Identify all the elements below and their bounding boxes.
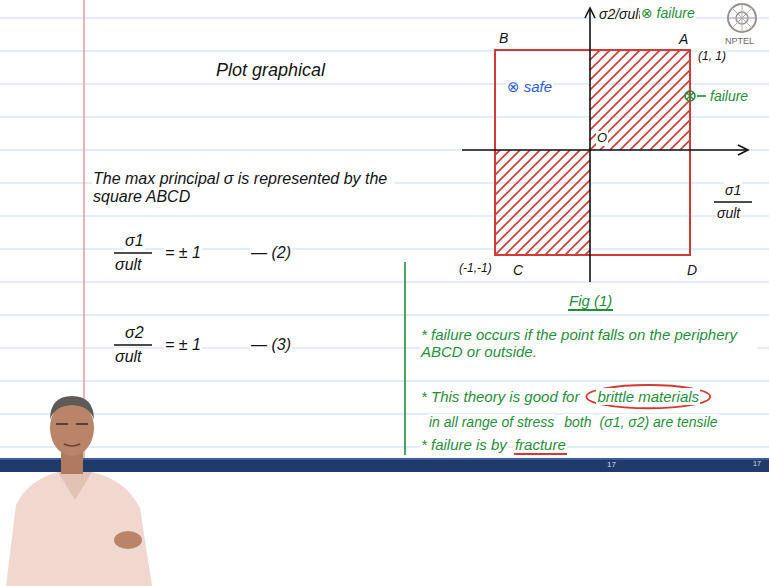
toolbar — [0, 458, 769, 460]
axis-label: σ1 — [724, 182, 742, 198]
note-text: both — [563, 414, 592, 430]
leader-line — [697, 95, 706, 97]
fraction-numerator: σ1 — [124, 232, 145, 250]
origin-label: O — [596, 131, 608, 146]
coordinate-label: (-1,-1) — [458, 262, 493, 276]
drawing-part — [50, 396, 94, 420]
fraction-bar — [114, 252, 152, 254]
ruled-line — [0, 216, 769, 217]
x-axis — [462, 149, 746, 151]
point-marker — [685, 91, 695, 101]
nptel-logo — [728, 4, 756, 32]
figure-caption: Fig (1) — [568, 292, 613, 311]
safe-point: ⊗ safe — [506, 78, 553, 95]
drawing-part — [64, 444, 80, 446]
page-title: Plot graphical — [215, 60, 326, 81]
hatched-quadrant — [495, 150, 590, 255]
ruled-lines — [0, 18, 769, 447]
y-axis — [589, 10, 591, 282]
ruled-line — [0, 249, 769, 250]
fraction-denominator: σult — [114, 256, 143, 274]
ruled-line — [0, 282, 769, 283]
axis-arrow — [738, 145, 748, 155]
failure-square — [495, 50, 690, 255]
coordinate-label: (1, 1) — [697, 50, 727, 64]
corner-label: D — [686, 262, 698, 278]
corner-label: C — [512, 262, 524, 278]
axis-arrow — [585, 8, 595, 18]
separator-line — [404, 262, 406, 455]
corner-label: B — [498, 30, 509, 46]
ruled-line — [0, 315, 769, 316]
equation-number: — (3) — [250, 336, 292, 354]
underlined-term: fracture — [514, 436, 567, 455]
point-marker — [687, 93, 694, 100]
highlighted-term: brittle materials — [596, 388, 700, 405]
presenter-figure — [6, 396, 152, 586]
drawing-part — [728, 4, 756, 32]
fraction-denominator: σult — [114, 348, 143, 366]
toolbar — [0, 458, 769, 472]
drawing-part — [56, 423, 88, 425]
hatched-quadrant — [590, 50, 690, 150]
note-text: * This theory is good for — [420, 388, 580, 405]
failure-point: failure — [709, 88, 749, 104]
corner-label: A — [678, 31, 689, 47]
failure-point: ⊗ failure — [640, 5, 696, 21]
margin-line — [83, 0, 85, 458]
equation-text: = ± 1 — [164, 244, 202, 262]
ruled-line — [0, 381, 769, 382]
drawing-part — [58, 472, 92, 500]
page-number: 17 — [752, 460, 762, 468]
equation-text: = ± 1 — [164, 336, 202, 354]
ruled-line — [0, 447, 769, 448]
highlight-ellipse — [586, 385, 710, 408]
note-text: The max principal σ is represented by th… — [92, 170, 394, 207]
ruled-line — [0, 150, 769, 151]
note-text: in all range of stress — [428, 414, 555, 430]
axis-label: σult — [716, 205, 741, 221]
logo-text: NPTEL — [724, 36, 755, 46]
fraction-bar — [714, 201, 752, 203]
page-number: 17 — [606, 460, 617, 469]
note-text: (σ1, σ2) are tensile — [599, 414, 719, 430]
drawing-part — [6, 472, 152, 586]
equation-number: — (2) — [250, 244, 292, 262]
axis-label: σ2/σult — [598, 6, 643, 22]
note-text: * failure is by — [420, 436, 508, 453]
fraction-numerator: σ2 — [124, 324, 145, 342]
drawing-part — [114, 531, 142, 549]
fraction-bar — [114, 344, 152, 346]
drawing-part — [728, 4, 756, 32]
note-text: * failure occurs if the point falls on t… — [420, 326, 757, 361]
